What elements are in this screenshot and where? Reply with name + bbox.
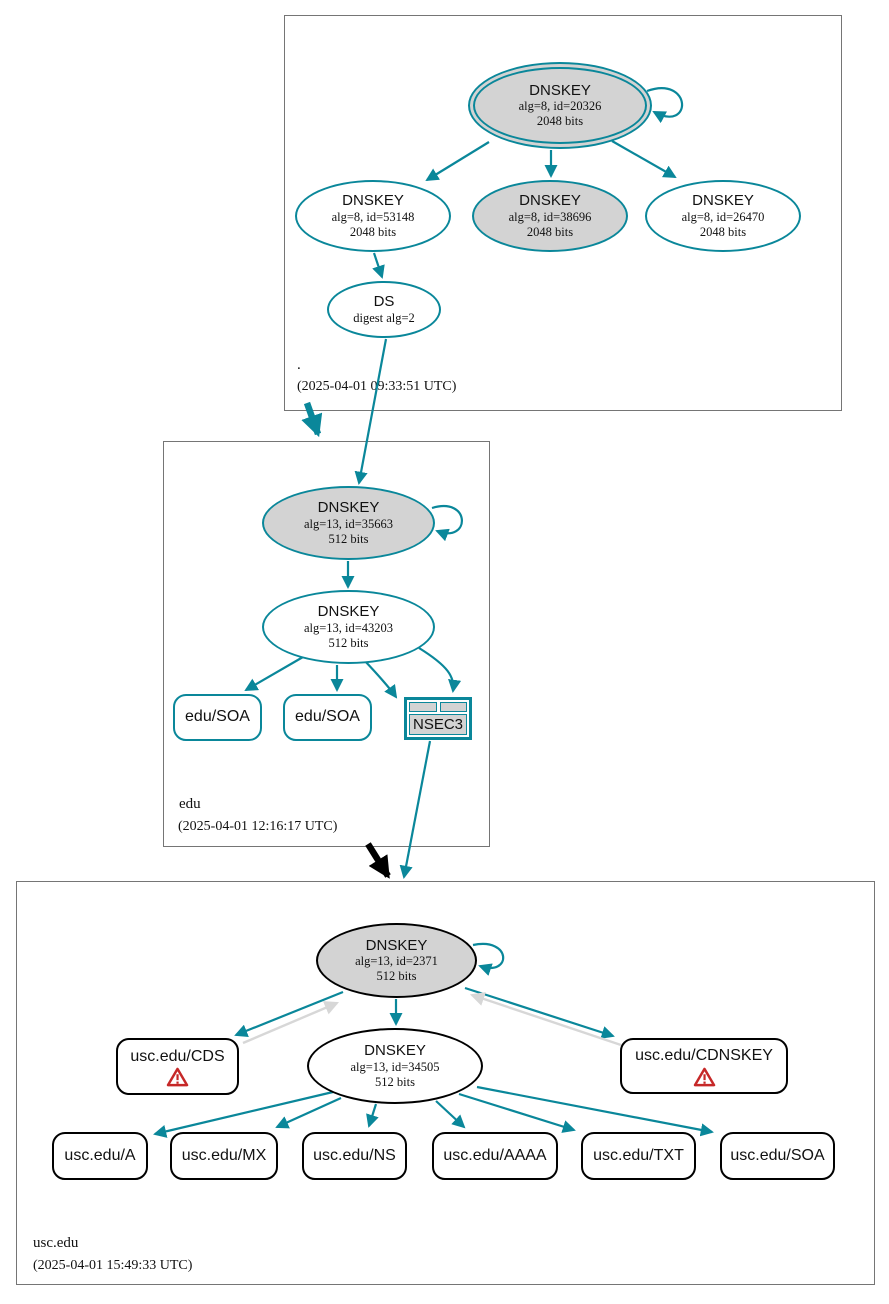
node-usc-cdnskey[interactable]: usc.edu/CDNSKEY	[620, 1038, 788, 1094]
node-title: DNSKEY	[529, 81, 591, 99]
node-root-dnskey-26470[interactable]: DNSKEY alg=8, id=26470 2048 bits	[645, 180, 801, 252]
rrset-label: usc.edu/CDS	[130, 1047, 225, 1065]
node-detail: alg=13, id=34505	[350, 1059, 440, 1074]
node-title: DNSKEY	[317, 603, 380, 621]
nsec3-header-row	[409, 702, 467, 712]
node-title: DNSKEY	[365, 936, 428, 954]
node-detail: 512 bits	[375, 1074, 415, 1089]
nsec3-header-cell	[439, 702, 467, 712]
rrset-label: usc.edu/CDNSKEY	[635, 1047, 773, 1065]
node-root-dnskey-ksk-20326[interactable]: DNSKEY alg=8, id=20326 2048 bits	[468, 62, 652, 149]
rrset-label: usc.edu/AAAA	[443, 1146, 547, 1164]
zone-label-usc-edu: usc.edu	[33, 1235, 79, 1251]
node-edu-dnskey-ksk-35663[interactable]: DNSKEY alg=13, id=35663 512 bits	[262, 486, 435, 560]
node-usc-ns[interactable]: usc.edu/NS	[302, 1132, 407, 1180]
node-edu-dnskey-43203[interactable]: DNSKEY alg=13, id=43203 512 bits	[262, 590, 435, 664]
zone-box-root	[284, 15, 842, 411]
zone-timestamp-edu: (2025-04-01 12:16:17 UTC)	[178, 819, 338, 834]
nsec3-header-cell	[409, 702, 437, 712]
node-usc-dnskey-34505[interactable]: DNSKEY alg=13, id=34505 512 bits	[307, 1028, 483, 1104]
node-detail: alg=13, id=2371	[355, 954, 438, 969]
warning-icon	[693, 1067, 715, 1087]
node-usc-soa[interactable]: usc.edu/SOA	[720, 1132, 835, 1180]
node-root-ds[interactable]: DS digest alg=2	[327, 281, 441, 338]
warning-icon	[166, 1067, 189, 1087]
rrset-label: usc.edu/A	[64, 1146, 136, 1164]
rrset-label: usc.edu/MX	[181, 1146, 267, 1164]
node-detail: 512 bits	[376, 969, 417, 984]
node-detail: 2048 bits	[526, 224, 574, 239]
edge-edu-to-usc-insecure-delegation	[365, 842, 391, 879]
node-usc-cds[interactable]: usc.edu/CDS	[116, 1038, 239, 1095]
node-detail: 512 bits	[328, 635, 369, 650]
node-usc-dnskey-ksk-2371[interactable]: DNSKEY alg=13, id=2371 512 bits	[316, 923, 477, 998]
zone-label-root: .	[297, 357, 301, 373]
node-usc-aaaa[interactable]: usc.edu/AAAA	[432, 1132, 558, 1180]
zone-label-edu: edu	[179, 796, 201, 812]
node-title: DNSKEY	[342, 192, 404, 210]
node-detail: 2048 bits	[699, 224, 747, 239]
node-edu-nsec3[interactable]: NSEC3	[404, 697, 472, 740]
node-edu-soa-1[interactable]: edu/SOA	[173, 694, 262, 741]
node-detail: alg=8, id=53148	[331, 209, 415, 224]
nsec3-label: NSEC3	[409, 714, 467, 735]
zone-box-usc-edu	[16, 881, 875, 1285]
node-title: DNSKEY	[364, 1042, 426, 1060]
rrset-label: edu/SOA	[185, 708, 250, 726]
zone-timestamp-root: (2025-04-01 09:33:51 UTC)	[297, 379, 457, 394]
node-detail: 2048 bits	[349, 224, 397, 239]
node-usc-mx[interactable]: usc.edu/MX	[170, 1132, 278, 1180]
node-usc-a[interactable]: usc.edu/A	[52, 1132, 148, 1180]
zone-box-edu	[163, 441, 490, 847]
node-detail: alg=8, id=26470	[681, 209, 765, 224]
node-detail: alg=8, id=20326	[518, 99, 602, 114]
node-usc-txt[interactable]: usc.edu/TXT	[581, 1132, 696, 1180]
rrset-label: usc.edu/SOA	[730, 1146, 825, 1164]
node-title: DNSKEY	[317, 499, 380, 517]
node-title: DNSKEY	[692, 192, 754, 210]
node-detail: 512 bits	[328, 531, 369, 546]
node-root-dnskey-53148[interactable]: DNSKEY alg=8, id=53148 2048 bits	[295, 180, 451, 252]
node-detail: alg=13, id=43203	[303, 620, 394, 635]
node-title: DNSKEY	[519, 192, 581, 210]
node-edu-soa-2[interactable]: edu/SOA	[283, 694, 372, 741]
rrset-label: usc.edu/TXT	[593, 1146, 684, 1164]
node-root-dnskey-38696[interactable]: DNSKEY alg=8, id=38696 2048 bits	[472, 180, 628, 252]
node-detail: alg=13, id=35663	[303, 516, 394, 531]
node-detail: 2048 bits	[536, 114, 584, 129]
rrset-label: usc.edu/NS	[313, 1146, 396, 1164]
zone-timestamp-usc-edu: (2025-04-01 15:49:33 UTC)	[33, 1258, 193, 1273]
node-detail: alg=8, id=38696	[508, 209, 592, 224]
rrset-label: edu/SOA	[295, 708, 360, 726]
node-detail: digest alg=2	[353, 310, 415, 325]
node-title: DS	[373, 293, 395, 311]
